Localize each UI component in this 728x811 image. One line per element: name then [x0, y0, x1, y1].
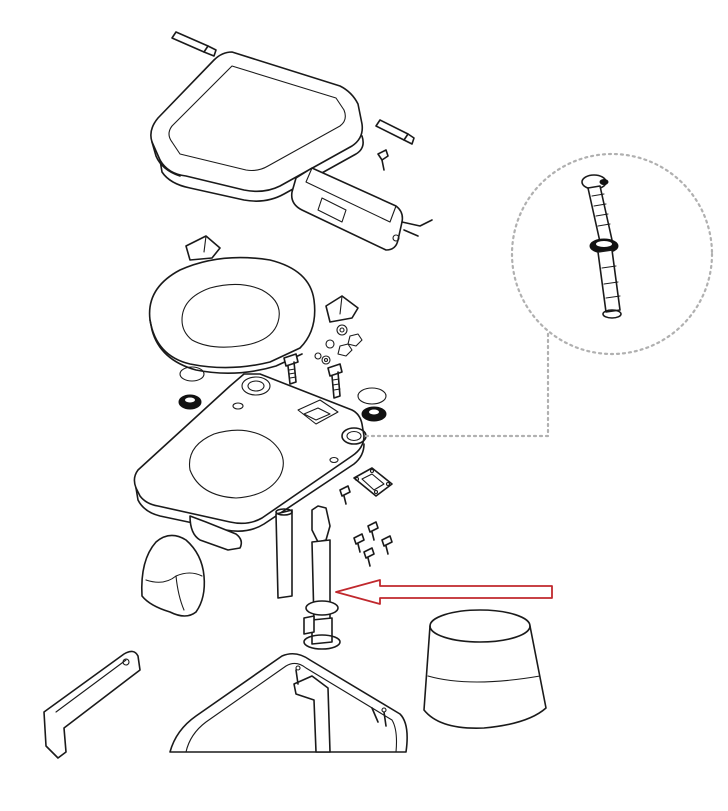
- piston-rod: [303, 505, 341, 650]
- shield: [140, 534, 206, 617]
- screws: [339, 485, 393, 567]
- hinge-cover: [290, 167, 433, 251]
- red-arrow: [335, 579, 553, 605]
- seat-ring: [148, 256, 316, 374]
- tank-body: [169, 652, 408, 753]
- hinge-pin-right: [375, 119, 415, 145]
- o-ring-left: [178, 366, 205, 410]
- washers-and-nuts: [314, 324, 363, 365]
- callout-piston-rod-detail: [364, 152, 714, 438]
- bellows-cup: [423, 609, 547, 729]
- small-screw: [377, 149, 389, 171]
- hinge-pin-left: [171, 31, 217, 57]
- o-ring-right: [357, 387, 387, 422]
- tank-handle: [43, 650, 141, 759]
- lid: [150, 51, 364, 202]
- seat-clip-right: [325, 295, 359, 323]
- bolt-left: [283, 353, 299, 385]
- bellows-rod: [275, 508, 293, 599]
- gasket-plate: [353, 467, 393, 497]
- holding-tank-insert: [293, 665, 387, 753]
- seat-clip-left: [185, 235, 221, 261]
- top-deck: [133, 373, 367, 551]
- bolt-right: [327, 363, 343, 399]
